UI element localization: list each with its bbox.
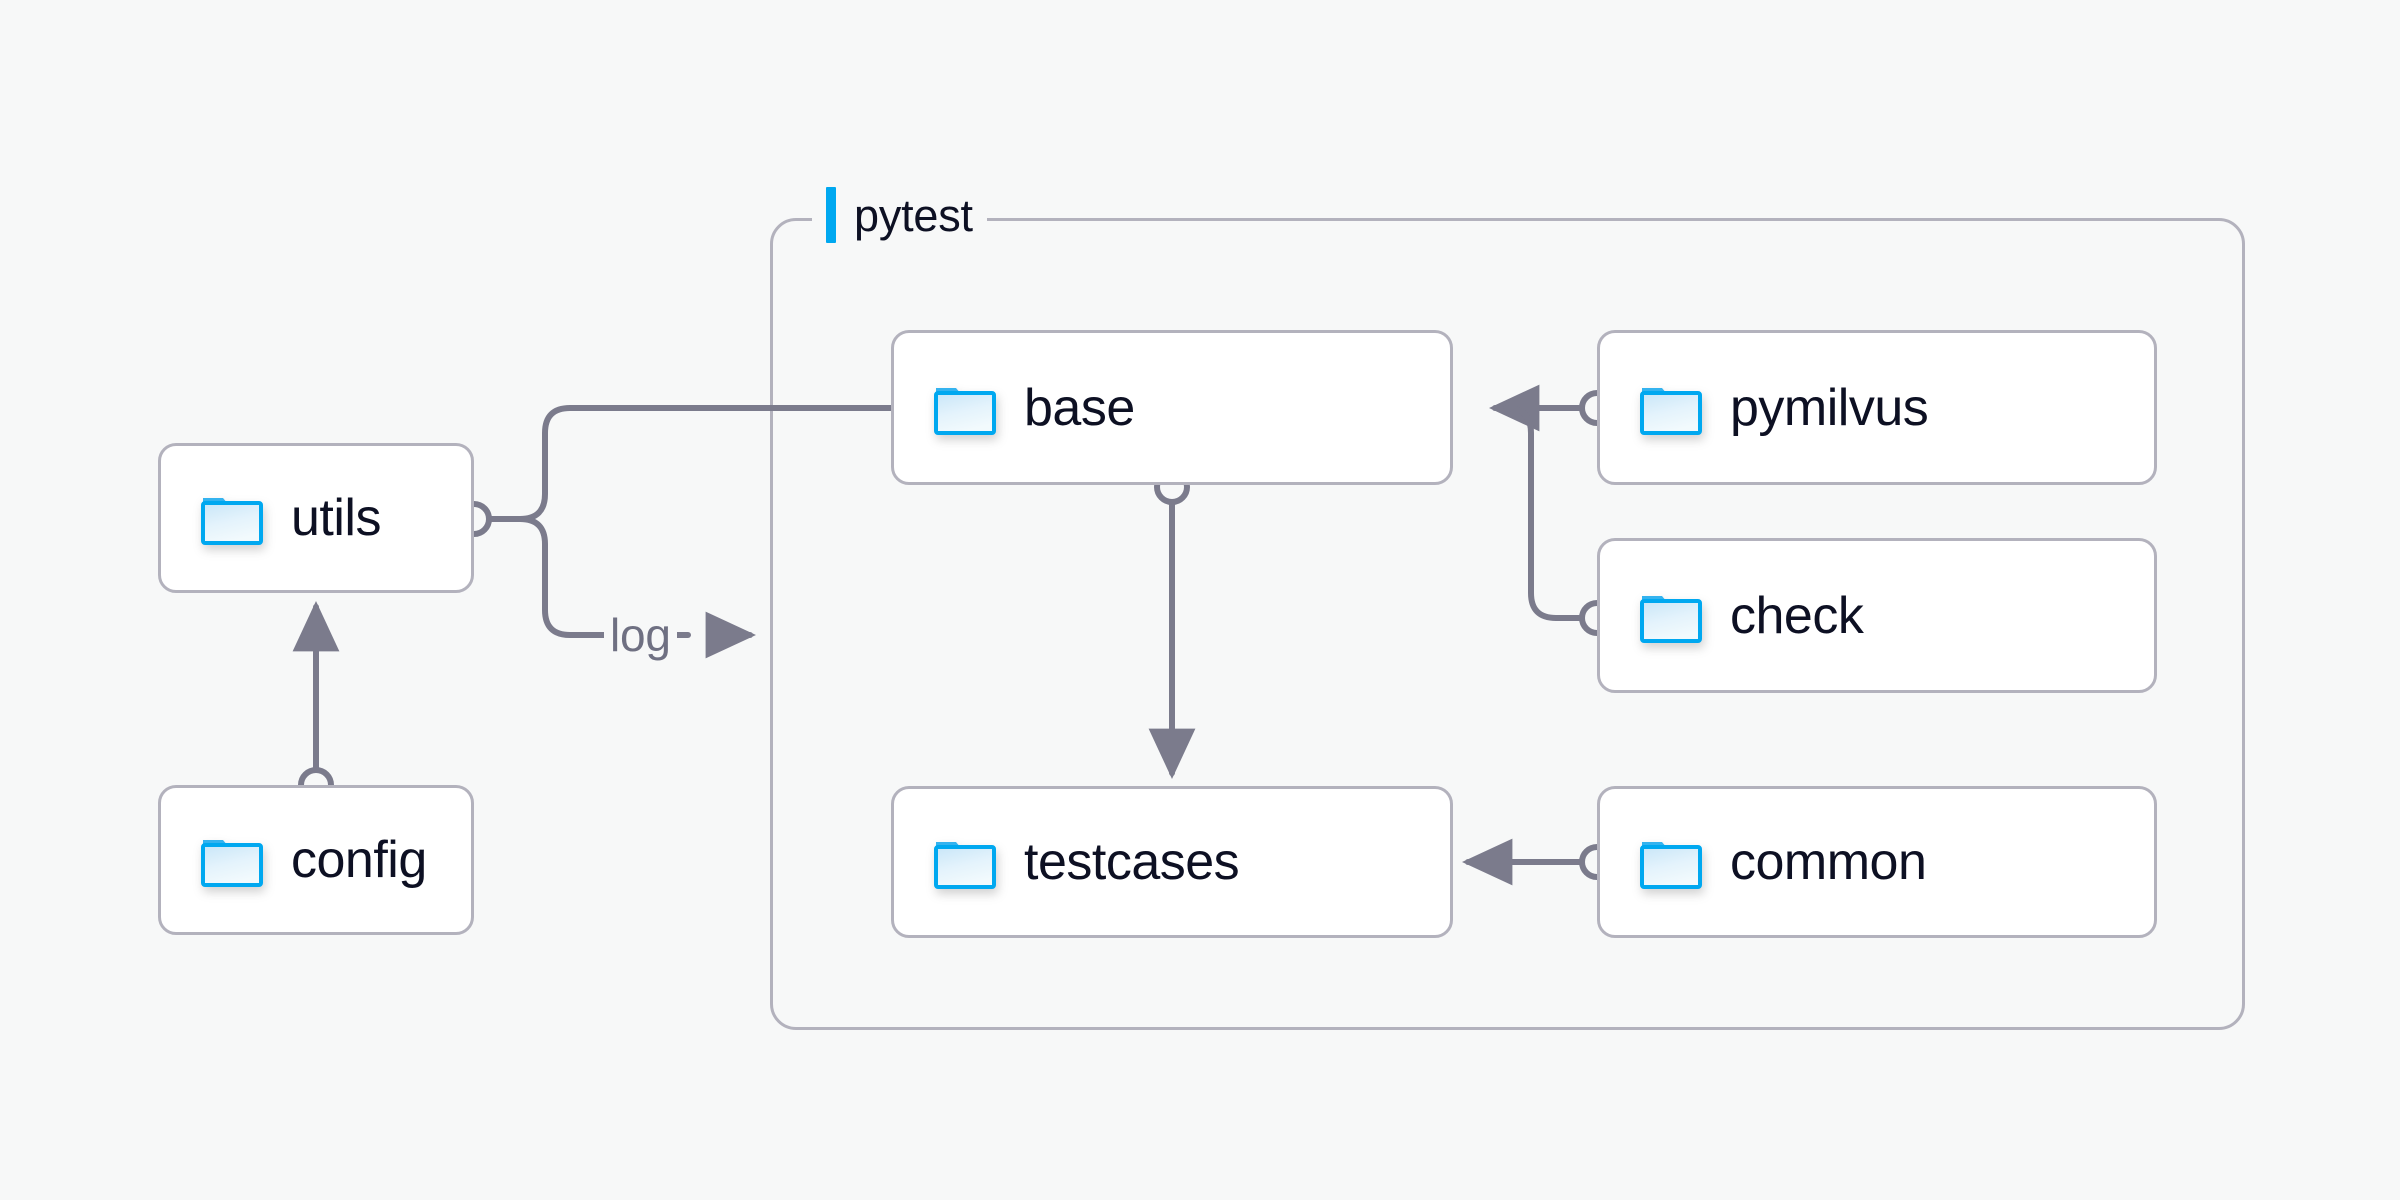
node-base[interactable]: base (891, 330, 1453, 485)
group-container-pytest[interactable] (770, 218, 2245, 1030)
node-utils[interactable]: utils (158, 443, 474, 593)
node-label-common: common (1730, 833, 1927, 891)
folder-icon (934, 380, 996, 436)
folder-icon (1640, 380, 1702, 436)
node-testcases[interactable]: testcases (891, 786, 1453, 938)
node-label-check: check (1730, 586, 1864, 645)
accent-bar-icon (826, 187, 836, 243)
node-label-testcases: testcases (1024, 833, 1240, 891)
folder-icon (1640, 834, 1702, 890)
group-label-pytest: pytest (812, 185, 987, 245)
node-label-utils: utils (291, 489, 381, 547)
node-config[interactable]: config (158, 785, 474, 935)
node-pymilvus[interactable]: pymilvus (1597, 330, 2157, 485)
node-label-pymilvus: pymilvus (1730, 378, 1929, 437)
node-label-config: config (291, 831, 427, 889)
folder-icon (201, 490, 263, 546)
folder-icon (934, 834, 996, 890)
node-label-base: base (1024, 378, 1135, 437)
node-common[interactable]: common (1597, 786, 2157, 938)
edge-label-log: log (604, 612, 677, 658)
folder-icon (1640, 588, 1702, 644)
group-title-text: pytest (854, 189, 973, 241)
node-check[interactable]: check (1597, 538, 2157, 693)
folder-icon (201, 832, 263, 888)
